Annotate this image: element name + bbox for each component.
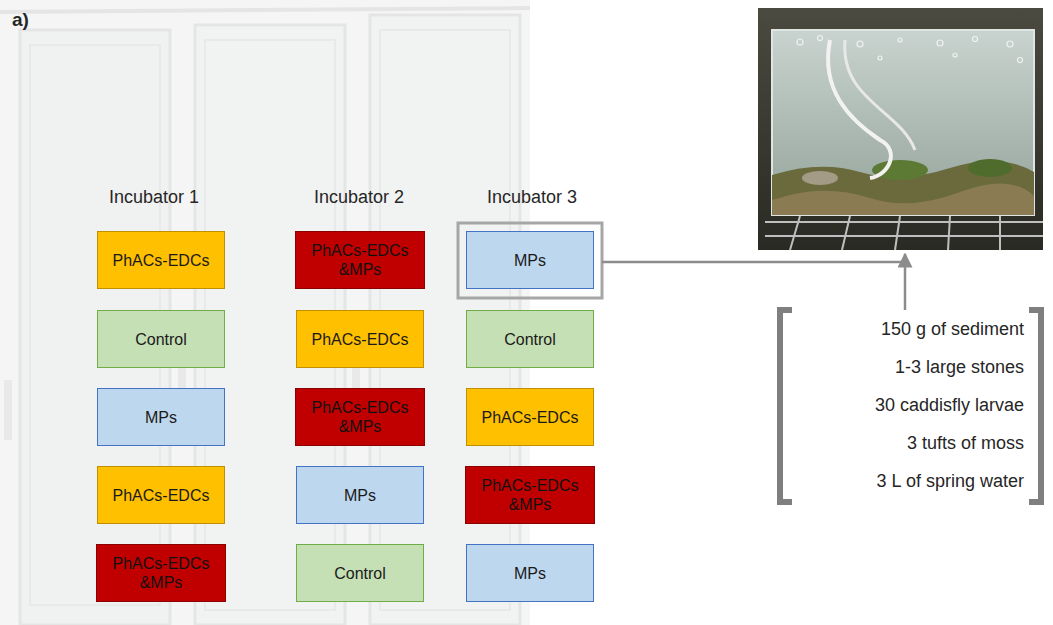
contents-text: 1-3 large stones	[895, 356, 1024, 378]
treatment-label: PhACs-EDCs &MPs	[105, 554, 217, 592]
treatment-box: Control	[296, 544, 424, 602]
treatment-box: Control	[466, 310, 594, 368]
contents-text: 150 g of sediment	[881, 318, 1024, 340]
bracket-right	[1029, 310, 1041, 502]
treatment-label: Control	[504, 330, 556, 349]
treatment-label: Control	[135, 330, 187, 349]
treatment-box: MPs	[466, 544, 594, 602]
treatment-box: PhACs-EDCs	[97, 231, 225, 289]
treatment-box: PhACs-EDCs	[296, 310, 424, 368]
treatment-label: PhACs-EDCs &MPs	[304, 398, 416, 436]
treatment-box: PhACs-EDCs	[97, 466, 225, 524]
treatment-label: MPs	[344, 486, 376, 505]
treatment-box: MPs	[466, 231, 594, 289]
treatment-box: PhACs-EDCs &MPs	[96, 544, 226, 602]
treatment-box: PhACs-EDCs &MPs	[295, 231, 425, 289]
treatment-label: PhACs-EDCs	[113, 251, 210, 270]
leader-arrow	[904, 254, 907, 310]
treatment-box: MPs	[296, 466, 424, 524]
treatment-box: MPs	[97, 388, 225, 446]
bracket-left	[780, 310, 792, 502]
aquarium-photo	[758, 8, 1043, 250]
treatment-box: Control	[97, 310, 225, 368]
treatment-label: MPs	[514, 564, 546, 583]
column-header: Incubator 1	[109, 186, 199, 208]
treatment-label: PhACs-EDCs	[482, 408, 579, 427]
leader-line	[602, 261, 905, 264]
treatment-box: PhACs-EDCs &MPs	[295, 388, 425, 446]
incubator-photo	[0, 0, 530, 625]
contents-text: 30 caddisfly larvae	[875, 394, 1024, 416]
treatment-label: MPs	[514, 251, 546, 270]
treatment-label: Control	[334, 564, 386, 583]
panel-letter: a)	[12, 8, 29, 31]
treatment-label: MPs	[145, 408, 177, 427]
treatment-label: PhACs-EDCs	[113, 486, 210, 505]
contents-text: 3 L of spring water	[877, 470, 1024, 492]
treatment-box: PhACs-EDCs	[466, 388, 594, 446]
treatment-label: PhACs-EDCs &MPs	[304, 241, 416, 279]
treatment-label: PhACs-EDCs	[312, 330, 409, 349]
contents-text: 3 tufts of moss	[907, 432, 1024, 454]
treatment-label: PhACs-EDCs &MPs	[474, 476, 586, 514]
highlight-frame	[458, 223, 602, 298]
treatment-box: PhACs-EDCs &MPs	[465, 466, 595, 524]
column-header: Incubator 2	[314, 186, 404, 208]
column-header: Incubator 3	[487, 186, 577, 208]
